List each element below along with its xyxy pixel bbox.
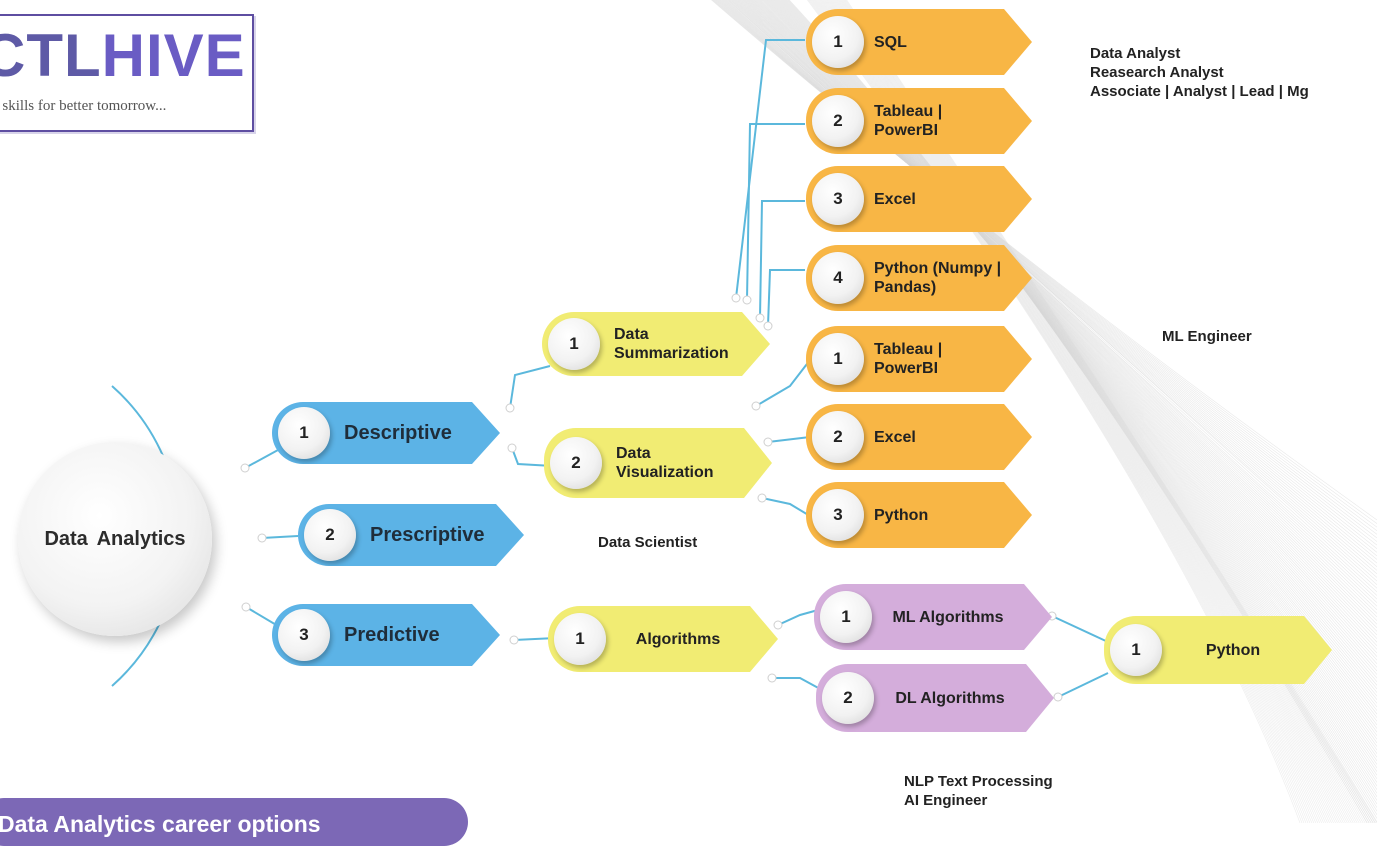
viz-tool-python: 3 Python [806,482,1032,548]
roles-nlp-ai: NLP Text Processing AI Engineer [904,772,1053,810]
tool-sql: 1 SQL [806,9,1032,75]
branch-number: 1 [554,613,606,665]
roles-analyst: Data Analyst Reasearch Analyst Associate… [1090,44,1309,101]
type-number: 2 [304,509,356,561]
final-python: 1 Python [1104,616,1332,684]
branch-algorithms: 1 Algorithms [548,606,778,672]
role-ml-engineer: ML Engineer [1162,328,1252,345]
branch-number: 2 [550,437,602,489]
type-descriptive: 1 Descriptive [272,402,500,464]
logo-tagline: a skills for better tomorrow... [0,98,167,114]
role-nlp: NLP Text Processing [904,773,1053,790]
role-data-analyst: Data Analyst [1090,45,1181,62]
tool-number: 2 [812,95,864,147]
type-label: Predictive [344,623,440,646]
type-label: Descriptive [344,421,452,444]
fan-line [732,0,1377,607]
fan-line [733,0,1377,614]
tool-label: Python (Numpy | Pandas) [874,260,1002,296]
data-analytics-hub: Data Analytics [18,442,212,636]
type-label: Prescriptive [370,523,485,546]
tool-number: 2 [812,411,864,463]
role-ai-engineer: AI Engineer [904,792,988,809]
tool-number: 3 [812,173,864,225]
tool-tableau-powerbi: 2 Tableau | PowerBI [806,88,1032,154]
tool-label: Tableau | PowerBI [874,341,943,377]
tool-label: SQL [874,33,907,51]
algo-ml: 1 ML Algorithms [814,584,1052,650]
algo-label: ML Algorithms [892,608,1004,626]
tool-label: Excel [874,428,916,446]
fan-line [731,0,1377,603]
branch-data-visualization: 2 Data Visualization [544,428,772,498]
algo-dl: 2 DL Algorithms [816,664,1054,732]
viz-tool-excel: 2 Excel [806,404,1032,470]
fan-line [730,0,1377,600]
algo-number: 1 [820,591,872,643]
career-options-label: Data Analytics career options [0,811,321,837]
tool-number: 1 [812,16,864,68]
role-research-analyst: Reasearch Analyst [1090,64,1224,81]
tool-number: 4 [812,252,864,304]
algo-number: 2 [822,672,874,724]
final-number: 1 [1110,624,1162,676]
tool-number: 3 [812,489,864,541]
fan-line [736,0,1377,625]
viz-tool-tableau-powerbi: 1 Tableau | PowerBI [806,326,1032,392]
branch-label: Data Summarization [614,326,729,362]
tool-label: Python [874,506,929,524]
fan-line [729,0,1377,596]
type-predictive: 3 Predictive [272,604,500,666]
type-number: 3 [278,609,330,661]
hub-label: Data Analytics [44,527,186,550]
type-prescriptive: 2 Prescriptive [298,504,524,566]
tool-excel: 3 Excel [806,166,1032,232]
fan-line [737,0,1377,629]
career-options-banner[interactable]: Data Analytics career options [0,798,468,846]
branch-data-summarization: 1 Data Summarization [542,312,770,376]
branch-label: Data Visualization [616,445,714,481]
fan-line [735,0,1377,621]
branch-label: Algorithms [635,630,721,648]
branch-number: 1 [548,318,600,370]
algo-label: DL Algorithms [895,689,1005,707]
fan-line [734,0,1377,618]
tool-python-numpy-pandas: 4 Python (Numpy | Pandas) [806,245,1032,311]
tool-number: 1 [812,333,864,385]
final-label: Python [1205,641,1261,659]
fan-line [732,0,1377,611]
role-data-scientist: Data Scientist [598,534,698,551]
tool-label: Tableau | PowerBI [874,103,943,139]
logo-wordmark: CTLHIVE [0,22,246,89]
role-career-levels: Associate | Analyst | Lead | Mg [1090,83,1309,100]
ctlhive-logo[interactable]: CTLHIVE a skills for better tomorrow... [0,14,254,132]
type-number: 1 [278,407,330,459]
tool-label: Excel [874,190,916,208]
